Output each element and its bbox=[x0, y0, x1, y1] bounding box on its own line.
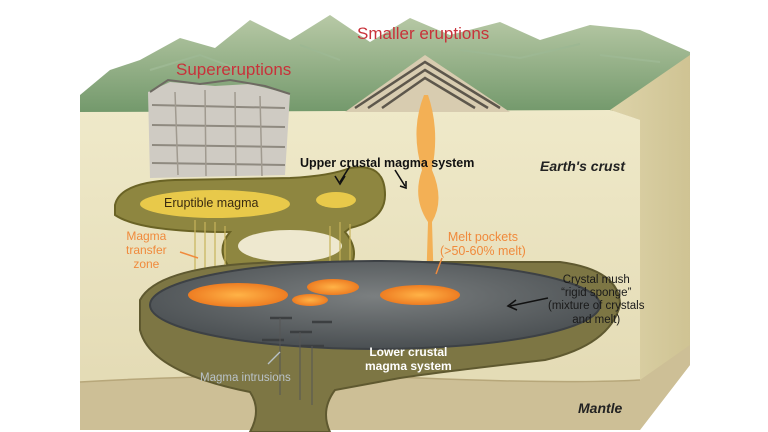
magma-conduit bbox=[416, 95, 439, 290]
mantle-layer bbox=[80, 345, 690, 430]
mantle-label: Mantle bbox=[578, 400, 623, 416]
crystal-mush-zone bbox=[149, 260, 601, 350]
upper-magma-system-label: Upper crustal magma system bbox=[300, 156, 475, 170]
earths-crust-label: Earth's crust bbox=[540, 158, 626, 174]
eruptible-magma-lens bbox=[140, 190, 290, 218]
caldera-rubble bbox=[148, 78, 291, 178]
eruptible-magma-pocket bbox=[316, 192, 356, 208]
lower-magma-system-label: Lower crustal magma system bbox=[365, 345, 452, 373]
label-arrows bbox=[334, 165, 549, 311]
magma-intrusions bbox=[262, 316, 332, 405]
crystal-mush-label: Crystal mush “rigid sponge” (mixture of … bbox=[548, 274, 645, 326]
magma-intrusions-label: Magma intrusions bbox=[200, 372, 291, 384]
transfer-zone-dikes bbox=[194, 220, 351, 288]
melt-pockets bbox=[188, 279, 460, 307]
supereruptions-label: Supereruptions bbox=[176, 60, 292, 79]
crust-side bbox=[610, 55, 690, 430]
smaller-eruptions-label: Smaller eruptions bbox=[357, 24, 490, 43]
eruptible-magma-label: Eruptible magma bbox=[164, 196, 259, 210]
transfer-zone-label: Magma transfer zone bbox=[126, 229, 167, 271]
volcano-cone bbox=[345, 55, 510, 112]
melt-pockets-label: Melt pockets (>50-60% melt) bbox=[440, 230, 526, 259]
chamber-window bbox=[238, 230, 342, 262]
